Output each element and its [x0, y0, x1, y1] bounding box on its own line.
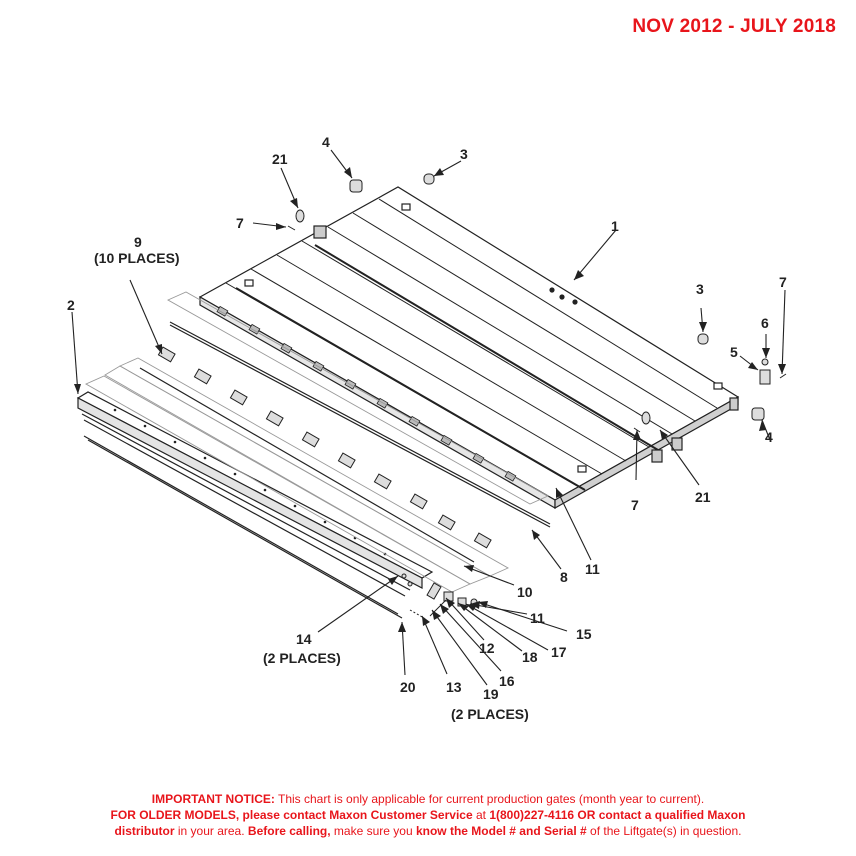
callout-7-left: 7 — [236, 215, 244, 231]
callout-18: 18 — [522, 649, 538, 665]
callout-14: 14 — [296, 631, 312, 647]
callout-7-right: 7 — [779, 274, 787, 290]
callout-19: 19 — [483, 686, 499, 702]
notice-liftgate: of the Liftgate(s) in question. — [586, 824, 742, 838]
notice-make-sure: make sure you — [330, 824, 416, 838]
callout-5: 5 — [730, 344, 738, 360]
hinge-bushings — [157, 346, 492, 549]
callout-2: 2 — [67, 297, 75, 313]
notice-distributor: distributor — [114, 824, 175, 838]
notice-line-3: distributor in your area. Before calling… — [0, 823, 856, 839]
notice-text-1: This chart is only applicable for curren… — [274, 792, 705, 806]
callout-21-left: 21 — [272, 151, 288, 167]
callout-16: 16 — [499, 673, 515, 689]
callout-9-qty: (10 PLACES) — [94, 250, 180, 266]
notice-older-models: FOR OLDER MODELS, please contact Maxon C… — [110, 808, 473, 822]
callout-12: 12 — [479, 640, 495, 656]
callout-3-top: 3 — [460, 146, 468, 162]
notice-phone: 1(800)227-4116 OR contact a qualified Ma… — [489, 808, 746, 822]
notice-area: in your area. — [174, 824, 248, 838]
notice-at: at — [472, 808, 490, 822]
callout-3-right: 3 — [696, 281, 704, 297]
callout-7-mid: 7 — [631, 497, 639, 513]
callout-1: 1 — [611, 218, 619, 234]
callout-17: 17 — [551, 644, 567, 660]
date-range-title: NOV 2012 - JULY 2018 — [632, 16, 836, 37]
callout-9: 9 — [134, 234, 142, 250]
callout-21-right: 21 — [695, 489, 711, 505]
callout-6: 6 — [761, 315, 769, 331]
platform-assembly — [198, 186, 740, 510]
callout-13: 13 — [446, 679, 462, 695]
important-notice: IMPORTANT NOTICE: This chart is only app… — [0, 791, 856, 839]
callout-15: 15 — [576, 626, 592, 642]
callout-14-qty: (2 PLACES) — [263, 650, 341, 666]
arrowheads — [74, 167, 786, 632]
notice-line-2: FOR OLDER MODELS, please contact Maxon C… — [0, 807, 856, 823]
notice-before-calling: Before calling, — [247, 824, 331, 838]
callout-11-lower: 11 — [530, 610, 545, 626]
callout-8: 8 — [560, 569, 568, 585]
hinge-pin-rod — [139, 321, 551, 563]
notice-heading: IMPORTANT NOTICE: — [151, 792, 275, 806]
notice-model-serial: know the Model # and Serial # — [415, 824, 587, 838]
callout-labels: 1 2 3 3 4 4 5 6 7 7 7 8 9 (10 PLACES) 10… — [67, 134, 787, 722]
callout-4-top: 4 — [322, 134, 330, 150]
callout-10: 10 — [517, 584, 533, 600]
callout-19-qty: (2 PLACES) — [451, 706, 529, 722]
callout-4-right: 4 — [765, 429, 773, 445]
callout-20: 20 — [400, 679, 416, 695]
notice-line-1: IMPORTANT NOTICE: This chart is only app… — [0, 791, 856, 807]
callout-11-right: 11 — [585, 561, 600, 577]
flap-assembly — [76, 391, 434, 619]
hardware-parts — [287, 173, 787, 619]
